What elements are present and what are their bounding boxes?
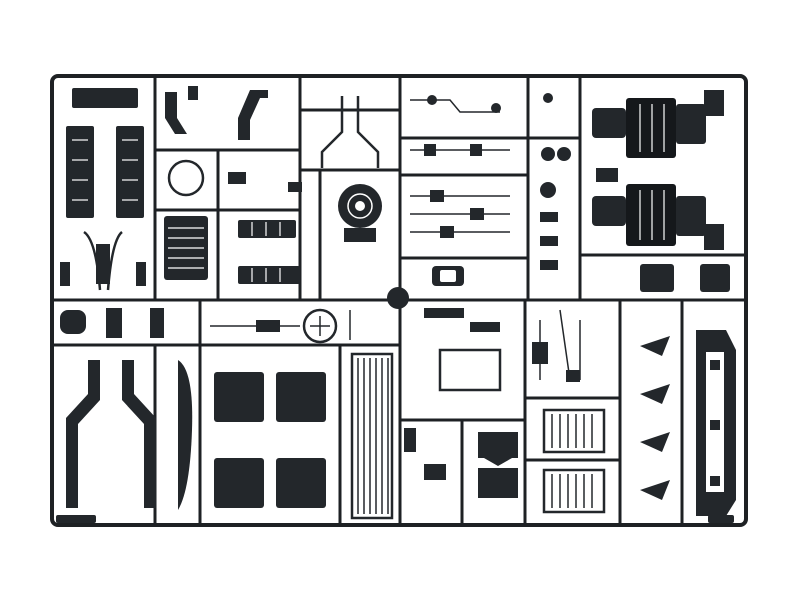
linkage-rods xyxy=(410,95,510,286)
vent-grille-boxes xyxy=(542,408,606,514)
mirror-funnel-parts xyxy=(640,336,670,500)
grille-slats xyxy=(350,352,394,520)
frame-loop-parts xyxy=(404,308,518,498)
engine-block-parts xyxy=(228,172,302,284)
grille-panel xyxy=(164,216,208,280)
exhaust-pipe-parts xyxy=(165,86,268,140)
hinge-linkage xyxy=(532,309,581,382)
fan-wheel-part xyxy=(338,184,382,242)
seat-panels xyxy=(214,372,326,508)
steering-wheel-part xyxy=(210,308,351,344)
radiator-panels xyxy=(60,88,146,291)
small-parts-column xyxy=(540,93,571,270)
engine-halves xyxy=(592,90,730,292)
twin-pipe-part xyxy=(320,96,380,168)
sprue-gate-tabs xyxy=(56,515,734,523)
fender-side-panel xyxy=(696,330,736,516)
sprue-center-gate xyxy=(387,287,409,309)
sprue-runners xyxy=(50,74,748,527)
ring-part xyxy=(167,159,205,197)
chassis-rails xyxy=(60,308,193,510)
